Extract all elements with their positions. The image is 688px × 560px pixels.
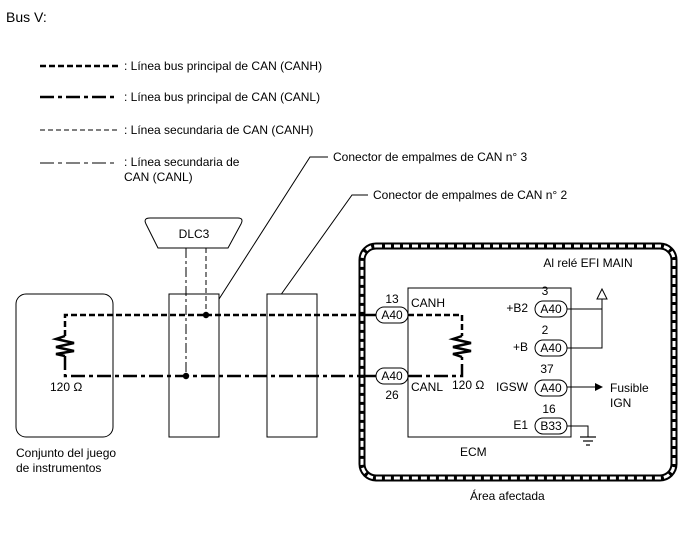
terminal-b2-label: +B2 bbox=[506, 301, 528, 315]
terminal-canl bbox=[375, 367, 409, 385]
terminal-igsw bbox=[534, 379, 568, 397]
wire-b bbox=[567, 299, 603, 349]
terminal-canl-connector: A40 bbox=[381, 369, 403, 383]
ecm-canh-internal bbox=[408, 313, 464, 336]
legend: : Línea bus principal de CAN (CANH) : Lí… bbox=[40, 59, 322, 184]
wire-e1 bbox=[567, 425, 589, 437]
terminal-canh bbox=[375, 306, 409, 324]
terminal-igsw-connector: A40 bbox=[540, 381, 562, 395]
ground-icon bbox=[580, 436, 596, 446]
canl-splice-point bbox=[182, 372, 190, 380]
relay-label: Al relé EFI MAIN bbox=[543, 256, 632, 270]
ecm-resistor-label: 120 Ω bbox=[452, 378, 484, 392]
callout-junction-2-label: Conector de empalmes de CAN n° 2 bbox=[373, 188, 568, 202]
legend-label-main-canh: : Línea bus principal de CAN (CANH) bbox=[124, 59, 322, 73]
terminal-canh-number: 13 bbox=[385, 292, 399, 306]
instrument-cluster-caption-line1: Conjunto del juego bbox=[16, 446, 116, 460]
terminal-canl-number: 26 bbox=[385, 388, 399, 402]
terminal-b-connector: A40 bbox=[540, 341, 562, 355]
dlc3-connector bbox=[144, 217, 243, 249]
ecm-resistor bbox=[448, 334, 472, 359]
terminal-e1-number: 16 bbox=[542, 402, 556, 416]
legend-label-sub-canl-line1: : Línea secundaria de bbox=[124, 155, 240, 169]
terminal-e1-connector: B33 bbox=[540, 419, 562, 433]
terminal-b-label: +B bbox=[513, 340, 528, 354]
affected-area-border-inner bbox=[360, 244, 676, 480]
instrument-cluster-caption-line2: de instrumentos bbox=[16, 461, 101, 475]
callout-junction-3-leader bbox=[211, 156, 328, 311]
fuse-label-line1: Fusible bbox=[610, 381, 649, 395]
ecm-canl-label: CANL bbox=[411, 380, 443, 394]
callout-junction-2-leader bbox=[269, 194, 368, 311]
relay-arrow-icon bbox=[596, 287, 608, 300]
ecm-canh-label: CANH bbox=[411, 296, 445, 310]
terminal-b2-connector: A40 bbox=[540, 302, 562, 316]
junction-connector-2 bbox=[266, 293, 318, 438]
callout-junction-3: Conector de empalmes de CAN n° 3 bbox=[211, 150, 528, 311]
terminal-canh-connector: A40 bbox=[381, 308, 403, 322]
junction-connector-3 bbox=[168, 293, 220, 438]
canl-main-bus-left bbox=[63, 356, 364, 378]
ecm-label: ECM bbox=[460, 445, 487, 459]
legend-label-sub-canl-line2: CAN (CANL) bbox=[124, 170, 193, 184]
callout-junction-3-label: Conector de empalmes de CAN n° 3 bbox=[333, 150, 528, 164]
terminal-b-number: 2 bbox=[542, 323, 549, 337]
affected-area bbox=[358, 242, 678, 482]
affected-area-label: Área afectada bbox=[470, 488, 545, 503]
canh-splice-point bbox=[202, 311, 210, 319]
canh-main-bus-left bbox=[63, 313, 364, 336]
instrument-cluster-resistor-label: 120 Ω bbox=[50, 380, 82, 394]
terminal-e1-label: E1 bbox=[513, 418, 528, 432]
terminal-igsw-label: IGSW bbox=[496, 380, 529, 394]
diagram-title: Bus V: bbox=[6, 9, 47, 25]
ecm-canl-internal bbox=[408, 357, 464, 378]
fuse-label-line2: IGN bbox=[610, 396, 631, 410]
callout-junction-2: Conector de empalmes de CAN n° 2 bbox=[269, 188, 568, 311]
terminal-b2-number: 3 bbox=[542, 284, 549, 298]
terminal-igsw-number: 37 bbox=[540, 362, 554, 376]
instrument-cluster-resistor bbox=[51, 334, 75, 358]
legend-label-main-canl: : Línea bus principal de CAN (CANL) bbox=[124, 90, 320, 104]
dlc3-label: DLC3 bbox=[179, 227, 210, 241]
legend-label-sub-canh: : Línea secundaria de CAN (CANH) bbox=[124, 123, 313, 137]
